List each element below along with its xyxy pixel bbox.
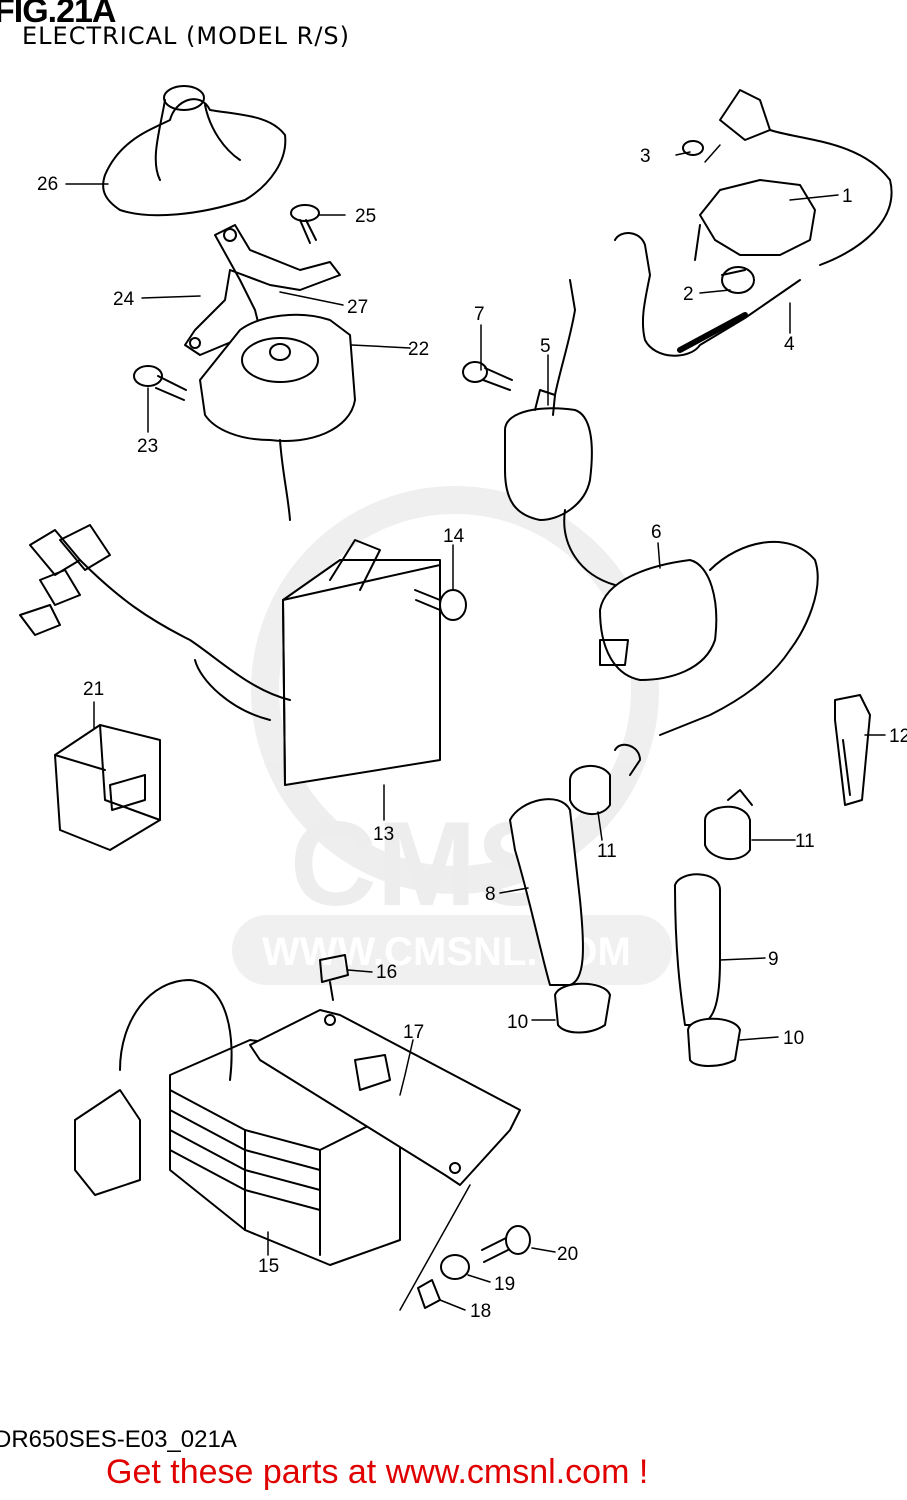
- starter-relay-part: [694, 89, 893, 266]
- callout-23: 23: [137, 436, 158, 457]
- clamp-12-part: [834, 694, 871, 806]
- parts-link[interactable]: Get these parts at www.cmsnl.com !: [106, 1453, 649, 1491]
- bolt-2-part: [721, 266, 755, 294]
- callout-25: 25: [355, 206, 376, 227]
- cable-4-part: [614, 232, 801, 357]
- bolt-7-part: [462, 361, 513, 391]
- callout-10a: 10: [507, 1012, 528, 1033]
- callout-26: 26: [37, 174, 58, 195]
- leader-lines: [65, 144, 886, 1311]
- callout-5: 5: [540, 336, 551, 357]
- bolt-20-part: [481, 1225, 531, 1263]
- callout-4: 4: [784, 334, 795, 355]
- callout-7: 7: [474, 304, 485, 325]
- callout-22: 22: [408, 339, 429, 360]
- ignition-coil-6-part: [563, 509, 819, 736]
- ignition-switch-part: [199, 313, 356, 521]
- bolt-16-part: [319, 954, 349, 1001]
- callout-10b: 10: [783, 1028, 804, 1049]
- wire-harness-part: [19, 524, 291, 721]
- callout-19: 19: [494, 1274, 515, 1295]
- screw-25-part: [290, 204, 320, 244]
- callout-13: 13: [373, 824, 394, 845]
- cap-11a-part: [569, 743, 641, 815]
- relay-21-part: [54, 724, 161, 851]
- callout-21: 21: [83, 679, 104, 700]
- ignition-coil-5-part: [504, 279, 593, 521]
- callout-17: 17: [403, 1022, 424, 1043]
- plug-cap-8-part: [509, 798, 584, 986]
- callout-2: 2: [683, 284, 694, 305]
- bracket-17-part: [249, 1009, 521, 1186]
- figure-subtitle: ELECTRICAL (MODEL R/S): [22, 22, 351, 50]
- diagram-code: DR650SES-E03_021A: [0, 1426, 237, 1453]
- figure-title: FIG.21A: [0, 0, 116, 30]
- callout-3: 3: [640, 146, 651, 167]
- callout-20: 20: [557, 1244, 578, 1265]
- callout-16: 16: [376, 962, 397, 983]
- callout-11a: 11: [597, 841, 617, 862]
- callout-8: 8: [485, 884, 496, 905]
- cap-11b-part: [704, 789, 753, 861]
- callout-18: 18: [470, 1301, 491, 1322]
- callout-11b: 11: [795, 831, 815, 852]
- nut-3-part: [682, 140, 704, 156]
- callout-labels: 1 2 3 4 5 6 7 8 9 10 10 11 11 12 13 14 1…: [37, 146, 907, 1322]
- callout-9: 9: [768, 949, 779, 970]
- callout-15: 15: [258, 1256, 279, 1277]
- plug-cap-9-part: [674, 873, 721, 1026]
- callout-6: 6: [651, 522, 662, 543]
- boot-10a-part: [554, 982, 611, 1034]
- collar-18-part: [417, 1279, 441, 1309]
- callout-1: 1: [842, 186, 853, 207]
- callout-27: 27: [347, 297, 368, 318]
- grommet-19-part: [440, 1254, 470, 1280]
- boot-10b-part: [687, 1017, 741, 1067]
- callout-12: 12: [889, 726, 907, 747]
- bolt-23-part: [133, 365, 187, 401]
- rubber-cover-part: [102, 85, 287, 217]
- callout-14: 14: [443, 526, 465, 547]
- callout-24: 24: [113, 289, 135, 310]
- cdi-unit-part: [282, 539, 441, 786]
